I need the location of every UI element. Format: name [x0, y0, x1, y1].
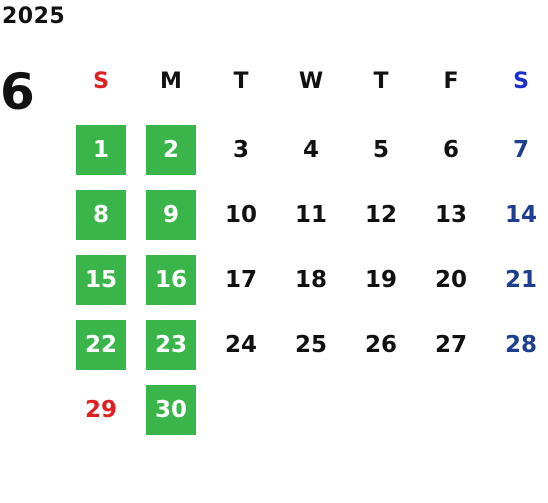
day-cell[interactable]: 12	[346, 190, 416, 240]
day-cell[interactable]: 24	[206, 320, 276, 370]
day-cell[interactable]: 9	[136, 190, 206, 240]
highlight-box	[76, 125, 126, 175]
day-number: 18	[294, 267, 327, 293]
day-cell[interactable]: 1	[66, 125, 136, 175]
day-number: 2	[162, 137, 179, 163]
day-number: 23	[154, 332, 187, 358]
day-cell[interactable]: 22	[66, 320, 136, 370]
day-number: 24	[224, 332, 257, 358]
day-cell[interactable]: 26	[346, 320, 416, 370]
highlight-box	[146, 320, 196, 370]
day-number: 22	[84, 332, 117, 358]
day-number: 5	[372, 137, 389, 163]
day-cell[interactable]: 30	[136, 385, 206, 435]
highlight-box	[146, 125, 196, 175]
day-number: 30	[154, 397, 187, 423]
day-number: 28	[504, 332, 537, 358]
day-cell[interactable]: 29	[66, 385, 136, 435]
day-number: 15	[84, 267, 117, 293]
highlight-box	[146, 190, 196, 240]
highlight-box	[76, 320, 126, 370]
day-cell[interactable]: 4	[276, 125, 346, 175]
highlight-box	[76, 255, 126, 305]
day-number: 16	[154, 267, 187, 293]
day-number: 9	[162, 202, 179, 228]
day-cell[interactable]: 11	[276, 190, 346, 240]
weekday-header-3: W	[298, 69, 324, 94]
day-cell[interactable]: 3	[206, 125, 276, 175]
weekday-header-5: F	[443, 69, 459, 94]
day-number: 6	[442, 137, 459, 163]
day-number: 10	[224, 202, 257, 228]
day-number: 14	[504, 202, 537, 228]
day-number: 19	[364, 267, 397, 293]
day-cell[interactable]: 16	[136, 255, 206, 305]
day-cell[interactable]: 14	[486, 190, 548, 240]
day-number: 26	[364, 332, 397, 358]
day-cell[interactable]: 5	[346, 125, 416, 175]
day-number: 27	[434, 332, 467, 358]
day-number: 7	[512, 137, 529, 163]
day-number: 1	[92, 137, 109, 163]
day-cell[interactable]: 7	[486, 125, 548, 175]
day-cell[interactable]: 21	[486, 255, 548, 305]
day-cell[interactable]: 6	[416, 125, 486, 175]
day-cell[interactable]: 28	[486, 320, 548, 370]
day-number: 29	[84, 397, 117, 423]
highlight-box	[76, 190, 126, 240]
day-number: 3	[232, 137, 249, 163]
day-cell[interactable]: 15	[66, 255, 136, 305]
day-cell[interactable]: 10	[206, 190, 276, 240]
day-number: 21	[504, 267, 537, 293]
day-cell[interactable]: 27	[416, 320, 486, 370]
day-number: 8	[92, 202, 109, 228]
year-label: 2025	[2, 4, 66, 29]
day-number: 4	[302, 137, 319, 163]
day-cell[interactable]: 19	[346, 255, 416, 305]
month-label: 6	[0, 63, 35, 121]
day-number: 12	[364, 202, 397, 228]
highlight-box	[146, 385, 196, 435]
weekday-header-2: T	[233, 69, 249, 94]
day-cell[interactable]: 8	[66, 190, 136, 240]
day-number: 17	[224, 267, 257, 293]
day-cell[interactable]: 23	[136, 320, 206, 370]
day-cell[interactable]: 25	[276, 320, 346, 370]
weekday-header-0: S	[93, 69, 109, 94]
weekday-header-1: M	[160, 69, 182, 94]
day-number: 11	[294, 202, 327, 228]
day-number: 20	[434, 267, 467, 293]
day-cell[interactable]: 20	[416, 255, 486, 305]
day-number: 13	[434, 202, 467, 228]
weekday-header-4: T	[373, 69, 389, 94]
day-cell[interactable]: 2	[136, 125, 206, 175]
weekday-header-6: S	[513, 69, 529, 94]
day-cell[interactable]: 18	[276, 255, 346, 305]
day-cell[interactable]: 17	[206, 255, 276, 305]
day-cell[interactable]: 13	[416, 190, 486, 240]
day-number: 25	[294, 332, 327, 358]
highlight-box	[146, 255, 196, 305]
